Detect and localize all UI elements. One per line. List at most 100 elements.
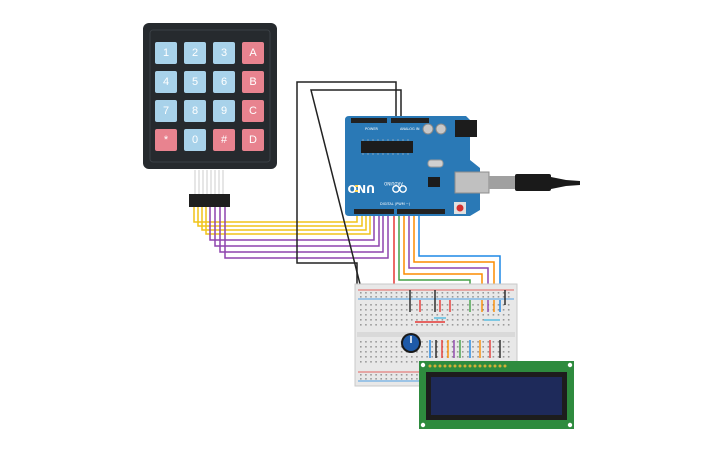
breadboard-hole bbox=[456, 304, 459, 306]
breadboard-hole bbox=[431, 314, 433, 316]
breadboard-hole bbox=[405, 361, 408, 363]
breadboard-hole bbox=[405, 292, 408, 294]
breadboard-hole bbox=[446, 309, 449, 311]
breadboard-hole bbox=[360, 324, 362, 326]
breadboard-hole bbox=[385, 304, 388, 306]
breadboard-hole bbox=[360, 361, 362, 363]
breadboard-hole bbox=[375, 304, 377, 306]
keypad-key[interactable] bbox=[184, 71, 206, 93]
breadboard-hole bbox=[497, 309, 500, 311]
breadboard-hole bbox=[390, 304, 393, 306]
keypad-key[interactable] bbox=[184, 129, 206, 151]
keypad-header bbox=[189, 194, 230, 207]
usb-plug bbox=[515, 174, 551, 191]
keypad-key[interactable] bbox=[184, 42, 206, 64]
keypad-key[interactable] bbox=[155, 42, 177, 64]
breadboard-hole bbox=[492, 314, 495, 316]
keypad-key[interactable] bbox=[242, 100, 264, 122]
keypad-key-label: D bbox=[249, 134, 257, 146]
breadboard-hole bbox=[497, 341, 500, 343]
breadboard-hole bbox=[416, 361, 418, 363]
breadboard-hole bbox=[502, 324, 505, 326]
breadboard-hole bbox=[416, 304, 418, 306]
keypad-key[interactable] bbox=[213, 71, 235, 93]
lcd-pin bbox=[438, 364, 442, 368]
keypad-key[interactable] bbox=[155, 71, 177, 93]
breadboard-hole bbox=[507, 351, 510, 353]
breadboard-hole bbox=[360, 356, 362, 358]
breadboard-hole bbox=[441, 292, 444, 294]
lcd-screen bbox=[431, 377, 562, 415]
breadboard-hole bbox=[497, 346, 500, 348]
breadboard-hole bbox=[380, 356, 382, 358]
keypad-key[interactable] bbox=[155, 129, 177, 151]
lcd-pin bbox=[488, 364, 492, 368]
breadboard-hole bbox=[487, 351, 490, 353]
breadboard-hole bbox=[492, 346, 495, 348]
breadboard-hole bbox=[416, 378, 418, 380]
keypad-key[interactable] bbox=[213, 42, 235, 64]
keypad-key[interactable] bbox=[213, 100, 235, 122]
breadboard-hole bbox=[405, 304, 408, 306]
keypad-key[interactable] bbox=[184, 100, 206, 122]
breadboard-hole bbox=[375, 351, 377, 353]
keypad-key-label: 2 bbox=[192, 47, 198, 59]
lcd-display[interactable] bbox=[419, 361, 574, 429]
breadboard-hole bbox=[416, 319, 418, 321]
breadboard-hole bbox=[462, 341, 464, 343]
breadboard-hole bbox=[390, 314, 393, 316]
breadboard-hole bbox=[436, 346, 439, 348]
breadboard-hole bbox=[385, 356, 388, 358]
breadboard-hole bbox=[487, 341, 490, 343]
usb-chip bbox=[428, 177, 440, 187]
keypad-key[interactable] bbox=[213, 129, 235, 151]
arduino-uno[interactable]: POWER ANALOG IN UNO ARDUINO DIGITAL (PWM… bbox=[345, 116, 490, 216]
breadboard-hole bbox=[395, 356, 398, 358]
breadboard-hole bbox=[380, 374, 382, 376]
breadboard-hole bbox=[507, 356, 510, 358]
lcd-pin bbox=[498, 364, 502, 368]
breadboard-hole bbox=[426, 296, 428, 298]
potentiometer[interactable] bbox=[401, 333, 421, 353]
arduino-header-bottom-left bbox=[354, 209, 394, 214]
keypad-key-label: 9 bbox=[221, 105, 227, 117]
keypad-key[interactable] bbox=[155, 100, 177, 122]
breadboard-hole bbox=[507, 296, 510, 298]
breadboard-hole bbox=[502, 304, 505, 306]
breadboard-hole bbox=[482, 296, 484, 298]
breadboard-hole bbox=[370, 314, 372, 316]
keypad-key[interactable] bbox=[242, 129, 264, 151]
breadboard-hole bbox=[451, 324, 454, 326]
breadboard-hole bbox=[395, 292, 398, 294]
arduino-header-bottom-right bbox=[397, 209, 445, 214]
breadboard-hole bbox=[487, 324, 490, 326]
keypad-key[interactable] bbox=[242, 71, 264, 93]
breadboard-hole bbox=[395, 304, 398, 306]
breadboard-hole bbox=[451, 319, 454, 321]
breadboard-hole bbox=[370, 309, 372, 311]
breadboard-hole bbox=[482, 292, 484, 294]
breadboard-hole bbox=[405, 378, 408, 380]
breadboard-hole bbox=[431, 351, 433, 353]
lcd-pin bbox=[443, 364, 447, 368]
breadboard-hole bbox=[390, 296, 393, 298]
breadboard-hole bbox=[502, 319, 505, 321]
wire-purple-1 bbox=[209, 207, 375, 241]
breadboard-hole bbox=[507, 292, 510, 294]
lcd-pin bbox=[463, 364, 467, 368]
breadboard-hole bbox=[462, 292, 464, 294]
breadboard-hole bbox=[360, 309, 362, 311]
breadboard-hole bbox=[411, 292, 413, 294]
breadboard-hole bbox=[431, 341, 433, 343]
breadboard-hole bbox=[385, 346, 388, 348]
breadboard-hole bbox=[451, 351, 454, 353]
breadboard-hole bbox=[365, 292, 367, 294]
breadboard-hole bbox=[411, 378, 413, 380]
breadboard-hole bbox=[390, 341, 393, 343]
keypad-key[interactable] bbox=[242, 42, 264, 64]
breadboard-hole bbox=[426, 351, 428, 353]
breadboard-hole bbox=[446, 324, 449, 326]
breadboard-hole bbox=[375, 296, 377, 298]
breadboard-hole bbox=[385, 296, 388, 298]
